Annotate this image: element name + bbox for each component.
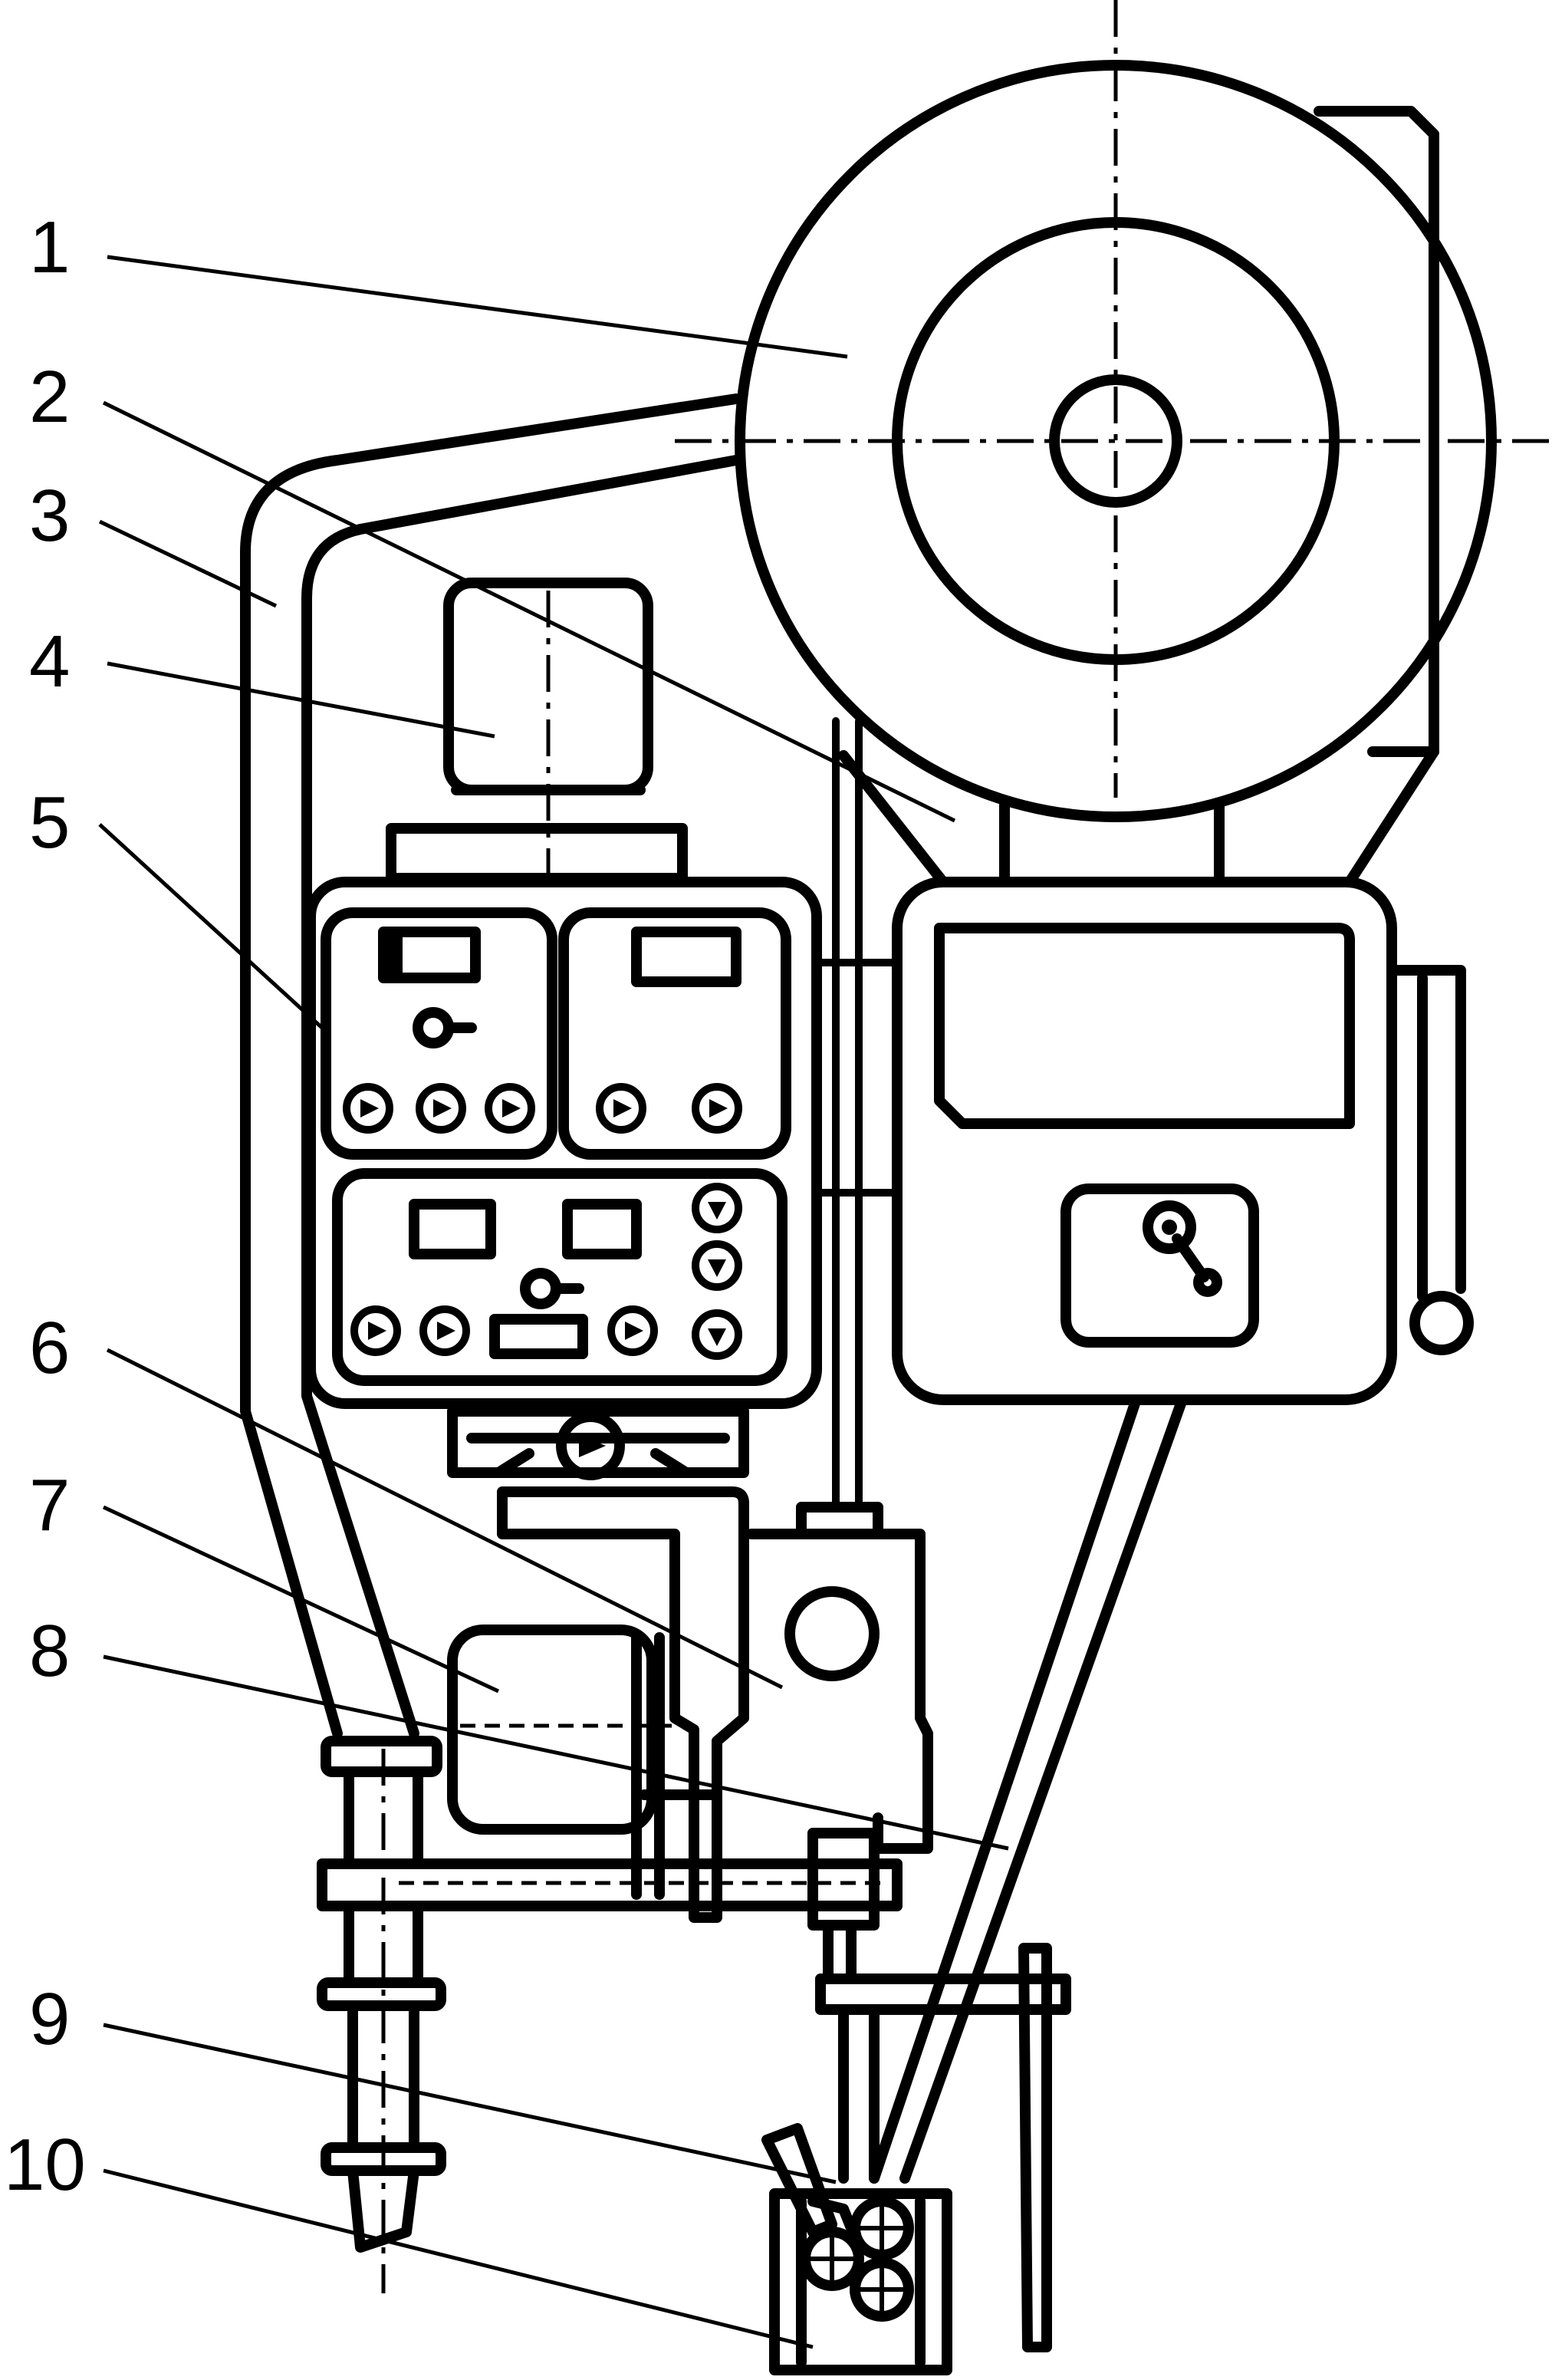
label-8: 8 [29, 1610, 70, 1692]
connector-bars [813, 959, 901, 1197]
leader-2 [102, 400, 956, 823]
label-6: 6 [29, 1307, 70, 1389]
slide-clamp [447, 1406, 749, 1480]
part-labels: 1 2 3 4 5 6 7 8 9 10 [4, 206, 86, 2206]
leader-3 [98, 519, 278, 608]
leader-10 [103, 2168, 814, 2349]
motor [386, 578, 688, 884]
leader-lines [98, 255, 1009, 2349]
label-4: 4 [29, 621, 70, 703]
welding-gun [317, 1736, 446, 2293]
leader-1 [107, 255, 848, 359]
bracket-assembly [815, 1398, 1186, 2352]
leader-4 [107, 661, 495, 739]
leader-8 [103, 1654, 1009, 1851]
leader-7 [102, 1505, 500, 1694]
carriage-arm [317, 1828, 903, 1931]
label-5: 5 [29, 782, 70, 864]
frame-mast [240, 393, 741, 1739]
gearbox [497, 1486, 933, 1923]
indicator-lamp-icon [343, 1083, 742, 1360]
feed-rollers [761, 2123, 952, 2375]
control-box [892, 877, 1474, 1405]
wire-guide-rod [832, 717, 863, 1507]
label-10: 10 [4, 2124, 86, 2206]
leader-6 [106, 1348, 784, 1690]
label-7: 7 [29, 1464, 70, 1546]
knob-icon [413, 1007, 584, 1309]
label-1: 1 [29, 206, 70, 288]
leader-9 [103, 2023, 837, 2184]
label-9: 9 [29, 1978, 70, 2060]
wire-reel [675, 0, 1552, 887]
label-3: 3 [29, 475, 70, 557]
control-panel [305, 877, 822, 1409]
leader-5 [98, 823, 324, 1029]
label-2: 2 [29, 356, 70, 438]
